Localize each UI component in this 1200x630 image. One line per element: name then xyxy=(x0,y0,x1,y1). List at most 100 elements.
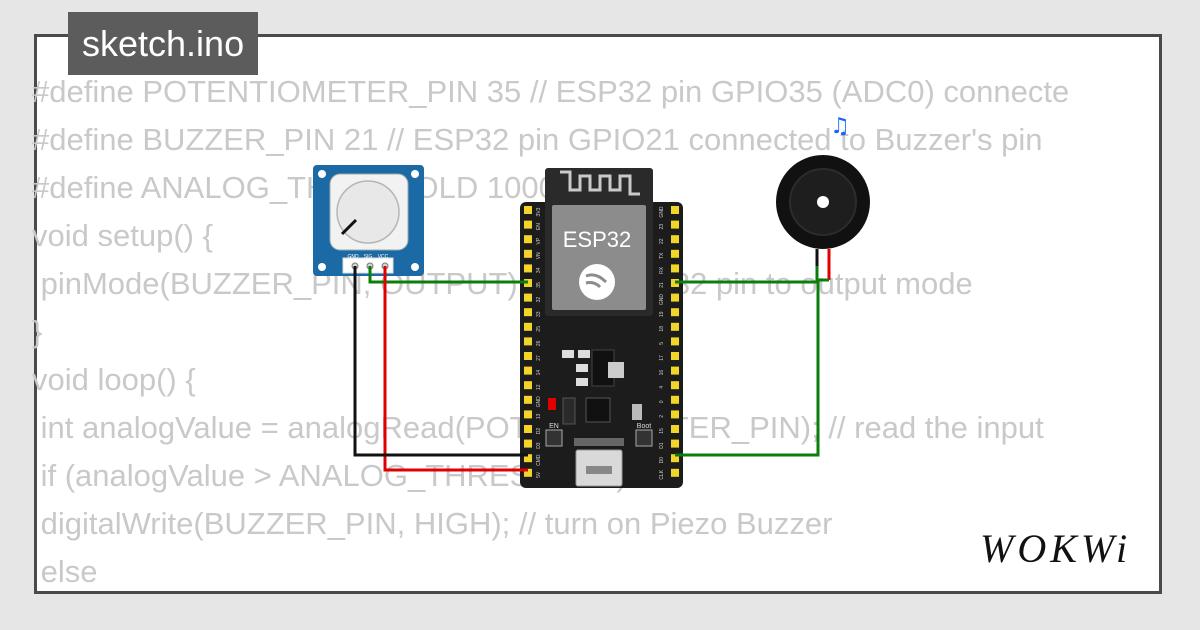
pin-left-13[interactable] xyxy=(524,410,532,419)
code-line: #define POTENTIOMETER_PIN 35 // ESP32 pi… xyxy=(32,74,1070,109)
pin-right-5[interactable] xyxy=(671,337,679,346)
left-pin-header xyxy=(524,206,532,477)
pin-left-12[interactable] xyxy=(524,381,532,390)
pin-label-left: 35 xyxy=(536,282,542,288)
pin-left-25[interactable] xyxy=(524,322,532,331)
pin-left-34[interactable] xyxy=(524,264,532,273)
pin-label-right: CLK xyxy=(659,469,665,479)
wire-sig-gpio35 xyxy=(368,266,528,284)
pin-label-left: 27 xyxy=(536,355,542,361)
power-led xyxy=(548,398,556,410)
pin-right-22[interactable] xyxy=(671,235,679,244)
pin-label-left: EN xyxy=(536,223,542,230)
pin-label-right: 23 xyxy=(659,224,665,230)
file-tab[interactable]: sketch.ino xyxy=(68,12,259,75)
pin-label-left: 13 xyxy=(536,413,542,419)
pin-label-right: D0 xyxy=(659,457,665,464)
pin-label-left: 14 xyxy=(536,370,542,376)
pin-right-rx[interactable] xyxy=(671,264,679,273)
code-line: else xyxy=(32,554,98,589)
code-editor[interactable]: #define POTENTIOMETER_PIN 35 // ESP32 pi… xyxy=(32,68,1069,596)
pin-left-32[interactable] xyxy=(524,293,532,302)
pin-label-left: 26 xyxy=(536,340,542,346)
pin-right-19[interactable] xyxy=(671,308,679,317)
pin-left-14[interactable] xyxy=(524,366,532,375)
pin-label-left: VP xyxy=(536,237,542,244)
en-button[interactable] xyxy=(545,429,563,447)
pin-left-27[interactable] xyxy=(524,352,532,360)
pin-label-right: 17 xyxy=(659,355,665,361)
pin-label-right: 5 xyxy=(659,342,665,345)
pin-right-4[interactable] xyxy=(671,381,679,390)
pin-right-0[interactable] xyxy=(671,395,679,404)
pin-right-gnd[interactable] xyxy=(671,293,679,302)
wires xyxy=(353,266,829,472)
pin-left-vn[interactable] xyxy=(524,249,532,258)
pin-right-d1[interactable] xyxy=(671,439,679,448)
pin-right-18[interactable] xyxy=(671,322,679,331)
boot-button[interactable] xyxy=(635,429,653,447)
pin-label-left: CMD xyxy=(536,454,542,466)
pin-right-15[interactable] xyxy=(671,425,679,433)
pin-right-tx[interactable] xyxy=(671,249,679,258)
knob-indicator xyxy=(340,218,358,236)
pin-label-right: GND xyxy=(659,294,665,306)
pin-left-33[interactable] xyxy=(524,308,532,317)
pin-right-gnd[interactable] xyxy=(671,206,679,214)
pin-left-5v[interactable] xyxy=(524,468,532,477)
pin-left-d3[interactable] xyxy=(524,439,532,448)
pin-right-2[interactable] xyxy=(671,410,679,419)
pin-label-left: 32 xyxy=(536,297,542,303)
pin-label-right: 21 xyxy=(659,282,665,288)
pin-label-right: 22 xyxy=(659,238,665,244)
code-line: } xyxy=(32,314,43,349)
pin-right-23[interactable] xyxy=(671,220,679,229)
pin-label-left: D3 xyxy=(536,442,542,449)
pin-label-right: 18 xyxy=(659,326,665,332)
pin-label-right: 4 xyxy=(659,386,665,389)
pin-label-left: 34 xyxy=(536,267,542,273)
code-line: #define BUZZER_PIN 21 // ESP32 pin GPIO2… xyxy=(32,122,1043,157)
pin-left-d2[interactable] xyxy=(524,425,532,433)
pin-left-3v3[interactable] xyxy=(524,206,532,214)
piezo-buzzer[interactable] xyxy=(776,155,870,280)
pin-label-left: VN xyxy=(536,252,542,259)
pin-label-left: 33 xyxy=(536,311,542,317)
pin-label-right: 2 xyxy=(659,415,665,418)
pot-pin-label-gnd: GND xyxy=(347,254,359,260)
pin-label-left: 5V xyxy=(536,471,542,478)
pin-label-right: 16 xyxy=(659,370,665,376)
en-button-label: EN xyxy=(549,423,559,430)
pin-label-right: 0 xyxy=(659,400,665,403)
pin-right-clk[interactable] xyxy=(671,468,679,477)
wire-gpio21-buzzer xyxy=(675,266,819,284)
wire-buzzer-gnd xyxy=(675,278,829,457)
esp32-board[interactable]: ESP32 3V3ENVPVN343532332526271412GND13D2… xyxy=(520,168,683,488)
pin-left-cmd[interactable] xyxy=(524,454,532,463)
wire-gnd-gnd xyxy=(353,266,528,457)
pot-pin-label-sig: SIG xyxy=(364,254,373,260)
pin-label-left: 12 xyxy=(536,384,542,390)
pin-label-left: 25 xyxy=(536,326,542,332)
potentiometer[interactable]: GND SIG VCC xyxy=(313,165,424,276)
pin-right-16[interactable] xyxy=(671,366,679,375)
pin-left-gnd[interactable] xyxy=(524,395,532,404)
pin-label-right: TX xyxy=(659,252,665,259)
pin-left-en[interactable] xyxy=(524,220,532,229)
pot-pin-label-vcc: VCC xyxy=(378,254,389,260)
wire-vcc-5v xyxy=(383,266,528,472)
pin-label-left: D2 xyxy=(536,428,542,435)
pin-left-26[interactable] xyxy=(524,337,532,346)
code-line: void setup() { xyxy=(32,218,213,253)
wokwi-logo: WOKWi xyxy=(980,526,1127,571)
pin-right-d0[interactable] xyxy=(671,454,679,463)
pin-label-left: GND xyxy=(536,396,542,408)
pin-label-right: D1 xyxy=(659,442,665,449)
pin-label-left: 3V3 xyxy=(536,207,542,216)
pin-left-vp[interactable] xyxy=(524,235,532,244)
pin-right-17[interactable] xyxy=(671,352,679,360)
chip-label: ESP32 xyxy=(563,227,632,252)
